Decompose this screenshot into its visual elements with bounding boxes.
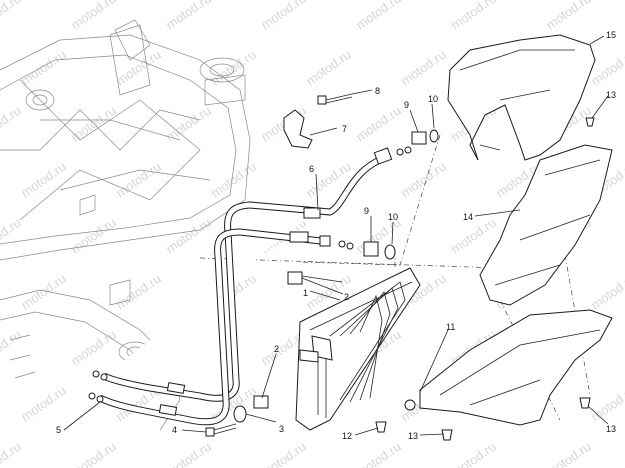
callout-labels: 1 2 2 3 4 5 6 7 8 9 9 10 10 11 12 13 13 … xyxy=(56,30,616,441)
watermark-text: motod.ru xyxy=(18,47,69,89)
screw-part-8 xyxy=(317,93,353,105)
callout-9: 9 xyxy=(364,206,369,216)
grommet-part-2 xyxy=(253,271,303,409)
air-duct-part-11 xyxy=(404,309,613,426)
watermark-text: motod.ru xyxy=(398,47,449,89)
watermark-text: motod.ru xyxy=(353,103,404,145)
watermark-text: motod.ru xyxy=(353,439,404,468)
leader-lines xyxy=(63,35,609,436)
watermark-text: motod.ru xyxy=(398,159,449,201)
callout-2: 2 xyxy=(344,292,349,302)
watermark-text: motod.ru xyxy=(258,439,309,468)
callout-10: 10 xyxy=(388,212,398,222)
watermark-text: motod.ru xyxy=(18,383,69,425)
callout-8: 8 xyxy=(375,86,380,96)
clamp-part-7 xyxy=(283,109,313,149)
callout-1: 1 xyxy=(303,288,308,298)
callout-15: 15 xyxy=(606,30,616,40)
watermark-text: motod.ru xyxy=(163,103,214,145)
callout-9: 9 xyxy=(404,100,409,110)
watermark-text: motod.ru xyxy=(588,383,625,425)
watermark-text: motod.ru xyxy=(588,47,625,89)
air-duct-part-15 xyxy=(447,34,596,161)
callout-7: 7 xyxy=(342,124,347,134)
watermark-text: motod.ru xyxy=(0,0,24,32)
watermark-text: motod.ru xyxy=(68,215,119,257)
fasteners-12-13 xyxy=(375,117,595,441)
callout-10: 10 xyxy=(428,94,438,104)
callout-14: 14 xyxy=(463,212,473,222)
callout-13: 13 xyxy=(606,424,616,434)
callout-13: 13 xyxy=(606,90,616,100)
watermark-text: motod.ru xyxy=(353,0,404,32)
union-parts-9-10 xyxy=(363,129,439,260)
frame-structure xyxy=(0,19,251,431)
watermark-text: motod.ru xyxy=(0,215,24,257)
watermark-text: motod.ru xyxy=(18,159,69,201)
callout-13: 13 xyxy=(408,431,418,441)
watermark-text: motod.ru xyxy=(163,0,214,32)
watermark-text: motod.ru xyxy=(0,439,24,468)
watermark-text: motod.ru xyxy=(303,47,354,89)
watermark-text: motod.ru xyxy=(258,0,309,32)
callout-12: 12 xyxy=(342,431,352,441)
watermark-text: motod.ru xyxy=(448,0,499,32)
callout-6: 6 xyxy=(309,164,314,174)
watermark-text: motod.ru xyxy=(163,439,214,468)
oil-cooler-part-1 xyxy=(295,267,421,431)
watermark-text: motod.ru xyxy=(543,0,594,32)
watermark-text: motod.ru xyxy=(588,271,625,313)
watermark-text: motod.ru xyxy=(68,0,119,32)
callout-3: 3 xyxy=(279,424,284,434)
watermark-text: motod.ru xyxy=(208,159,259,201)
callout-5: 5 xyxy=(56,425,61,435)
watermark-text: motod.ru xyxy=(18,271,69,313)
watermark-text: motod.ru xyxy=(113,271,164,313)
watermark-text: motod.ru xyxy=(448,215,499,257)
watermark-text: motod.ru xyxy=(448,439,499,468)
watermark-text: motod.ru xyxy=(0,327,24,369)
watermark-text: motod.ru xyxy=(113,47,164,89)
watermark-text: motod.ru xyxy=(0,103,24,145)
watermark-text: motod.ru xyxy=(543,439,594,468)
callout-2: 2 xyxy=(274,344,279,354)
watermark-text: motod.ru xyxy=(68,439,119,468)
air-duct-part-14 xyxy=(479,144,613,306)
watermark-text: motod.ru xyxy=(68,327,119,369)
pipe-fittings xyxy=(88,146,412,416)
oil-pipe-5 xyxy=(98,228,331,426)
callout-11: 11 xyxy=(446,322,455,332)
callout-4: 4 xyxy=(172,425,177,435)
